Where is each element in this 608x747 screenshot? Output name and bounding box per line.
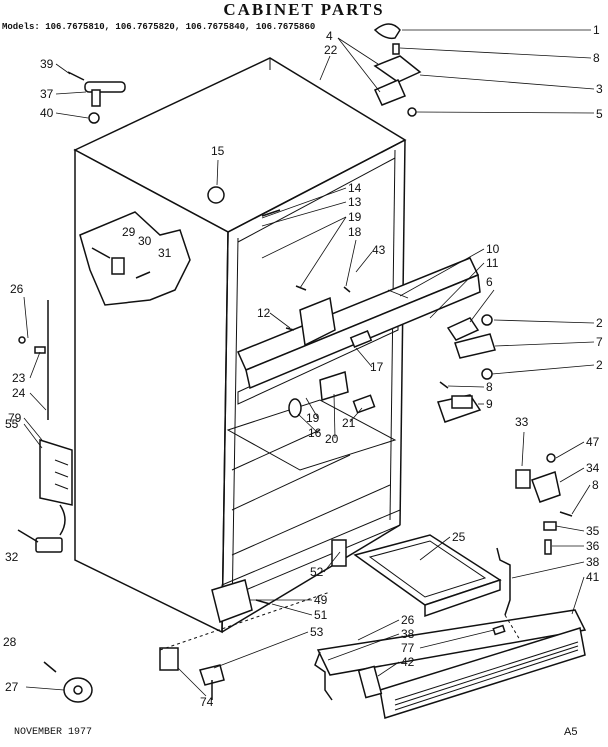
callout-8b: 8	[486, 380, 493, 394]
callout-27: 27	[5, 680, 19, 694]
callout-55: 55	[5, 417, 19, 431]
callout-26b: 26	[401, 613, 415, 627]
grille-bracket-left	[314, 624, 506, 701]
callout-39: 39	[40, 57, 54, 71]
insulation-patch	[79, 211, 191, 306]
callout-34: 34	[586, 461, 600, 475]
callout-19: 19	[348, 210, 362, 224]
callout-18: 18	[348, 225, 362, 239]
power-plug	[17, 529, 63, 553]
callout-53: 53	[310, 625, 324, 639]
callout-6: 6	[486, 275, 493, 289]
callout-36: 36	[586, 539, 600, 553]
callout-29: 29	[122, 225, 136, 239]
wiring-harness	[18, 300, 73, 536]
callout-47: 47	[586, 435, 600, 449]
callout-23: 23	[12, 371, 26, 385]
callout-20: 20	[325, 432, 339, 446]
callout-22: 22	[324, 43, 338, 57]
models-line: Models: 106.7675810, 106.7675820, 106.76…	[2, 22, 316, 32]
callout-11: 11	[486, 256, 499, 270]
callout-25: 25	[452, 530, 466, 544]
fasteners	[207, 186, 573, 517]
footer-page-code: A5	[564, 726, 578, 738]
callout-38b: 38	[401, 627, 415, 641]
callout-51: 51	[314, 608, 328, 622]
callout-10: 10	[486, 242, 500, 256]
kick-plate-grille	[316, 609, 587, 719]
hinge-bracket-9	[437, 394, 482, 423]
callout-43: 43	[372, 243, 386, 257]
callout-15: 15	[211, 144, 225, 158]
callout-28: 28	[3, 635, 17, 649]
callout-32: 32	[5, 550, 19, 564]
callout-38a: 38	[586, 555, 600, 569]
top-hinge-assembly	[373, 23, 422, 117]
callout-5: 5	[596, 107, 603, 121]
callout-8c: 8	[592, 478, 599, 492]
callout-33: 33	[515, 415, 529, 429]
bracket-37	[67, 71, 126, 124]
callout-77: 77	[401, 641, 415, 655]
callout-3: 3	[596, 82, 603, 96]
callout-30: 30	[138, 234, 152, 248]
drip-tray	[353, 534, 502, 618]
callout-labels: 1 8 4 22 3 5 39 37 40 15 14 13 19 18 43 …	[3, 23, 603, 709]
leveling-leg	[159, 591, 331, 700]
callout-31: 31	[158, 246, 172, 260]
callout-12: 12	[257, 306, 271, 320]
lower-hinge	[515, 453, 561, 555]
callout-40: 40	[40, 106, 54, 120]
roller-wheel	[43, 661, 93, 703]
callout-9: 9	[486, 397, 493, 411]
callout-13: 13	[348, 195, 362, 209]
callout-42: 42	[401, 655, 415, 669]
mullion-brackets	[288, 296, 376, 418]
callout-14: 14	[348, 181, 362, 195]
diagram-title: CABINET PARTS	[223, 0, 385, 19]
callout-35: 35	[586, 524, 600, 538]
grille-bracket-right	[496, 547, 521, 641]
callout-7: 7	[596, 335, 603, 349]
callout-37: 37	[40, 87, 54, 101]
callout-2b: 2	[596, 358, 603, 372]
callout-52: 52	[310, 565, 324, 579]
callout-4: 4	[326, 29, 333, 43]
callout-16: 16	[308, 426, 322, 440]
mullion-bar	[236, 257, 481, 390]
callout-17: 17	[370, 360, 384, 374]
callout-8: 8	[593, 51, 600, 65]
callout-41: 41	[586, 570, 600, 584]
callout-24: 24	[12, 386, 26, 400]
callout-49: 49	[314, 593, 328, 607]
center-hinge	[446, 314, 496, 380]
footer-date: NOVEMBER 1977	[14, 727, 93, 738]
callout-79: 79	[8, 411, 22, 425]
leader-lines	[23, 29, 595, 697]
callout-26: 26	[10, 282, 24, 296]
callout-2a: 2	[596, 316, 603, 330]
callout-1: 1	[593, 23, 600, 37]
callout-74: 74	[200, 695, 214, 709]
